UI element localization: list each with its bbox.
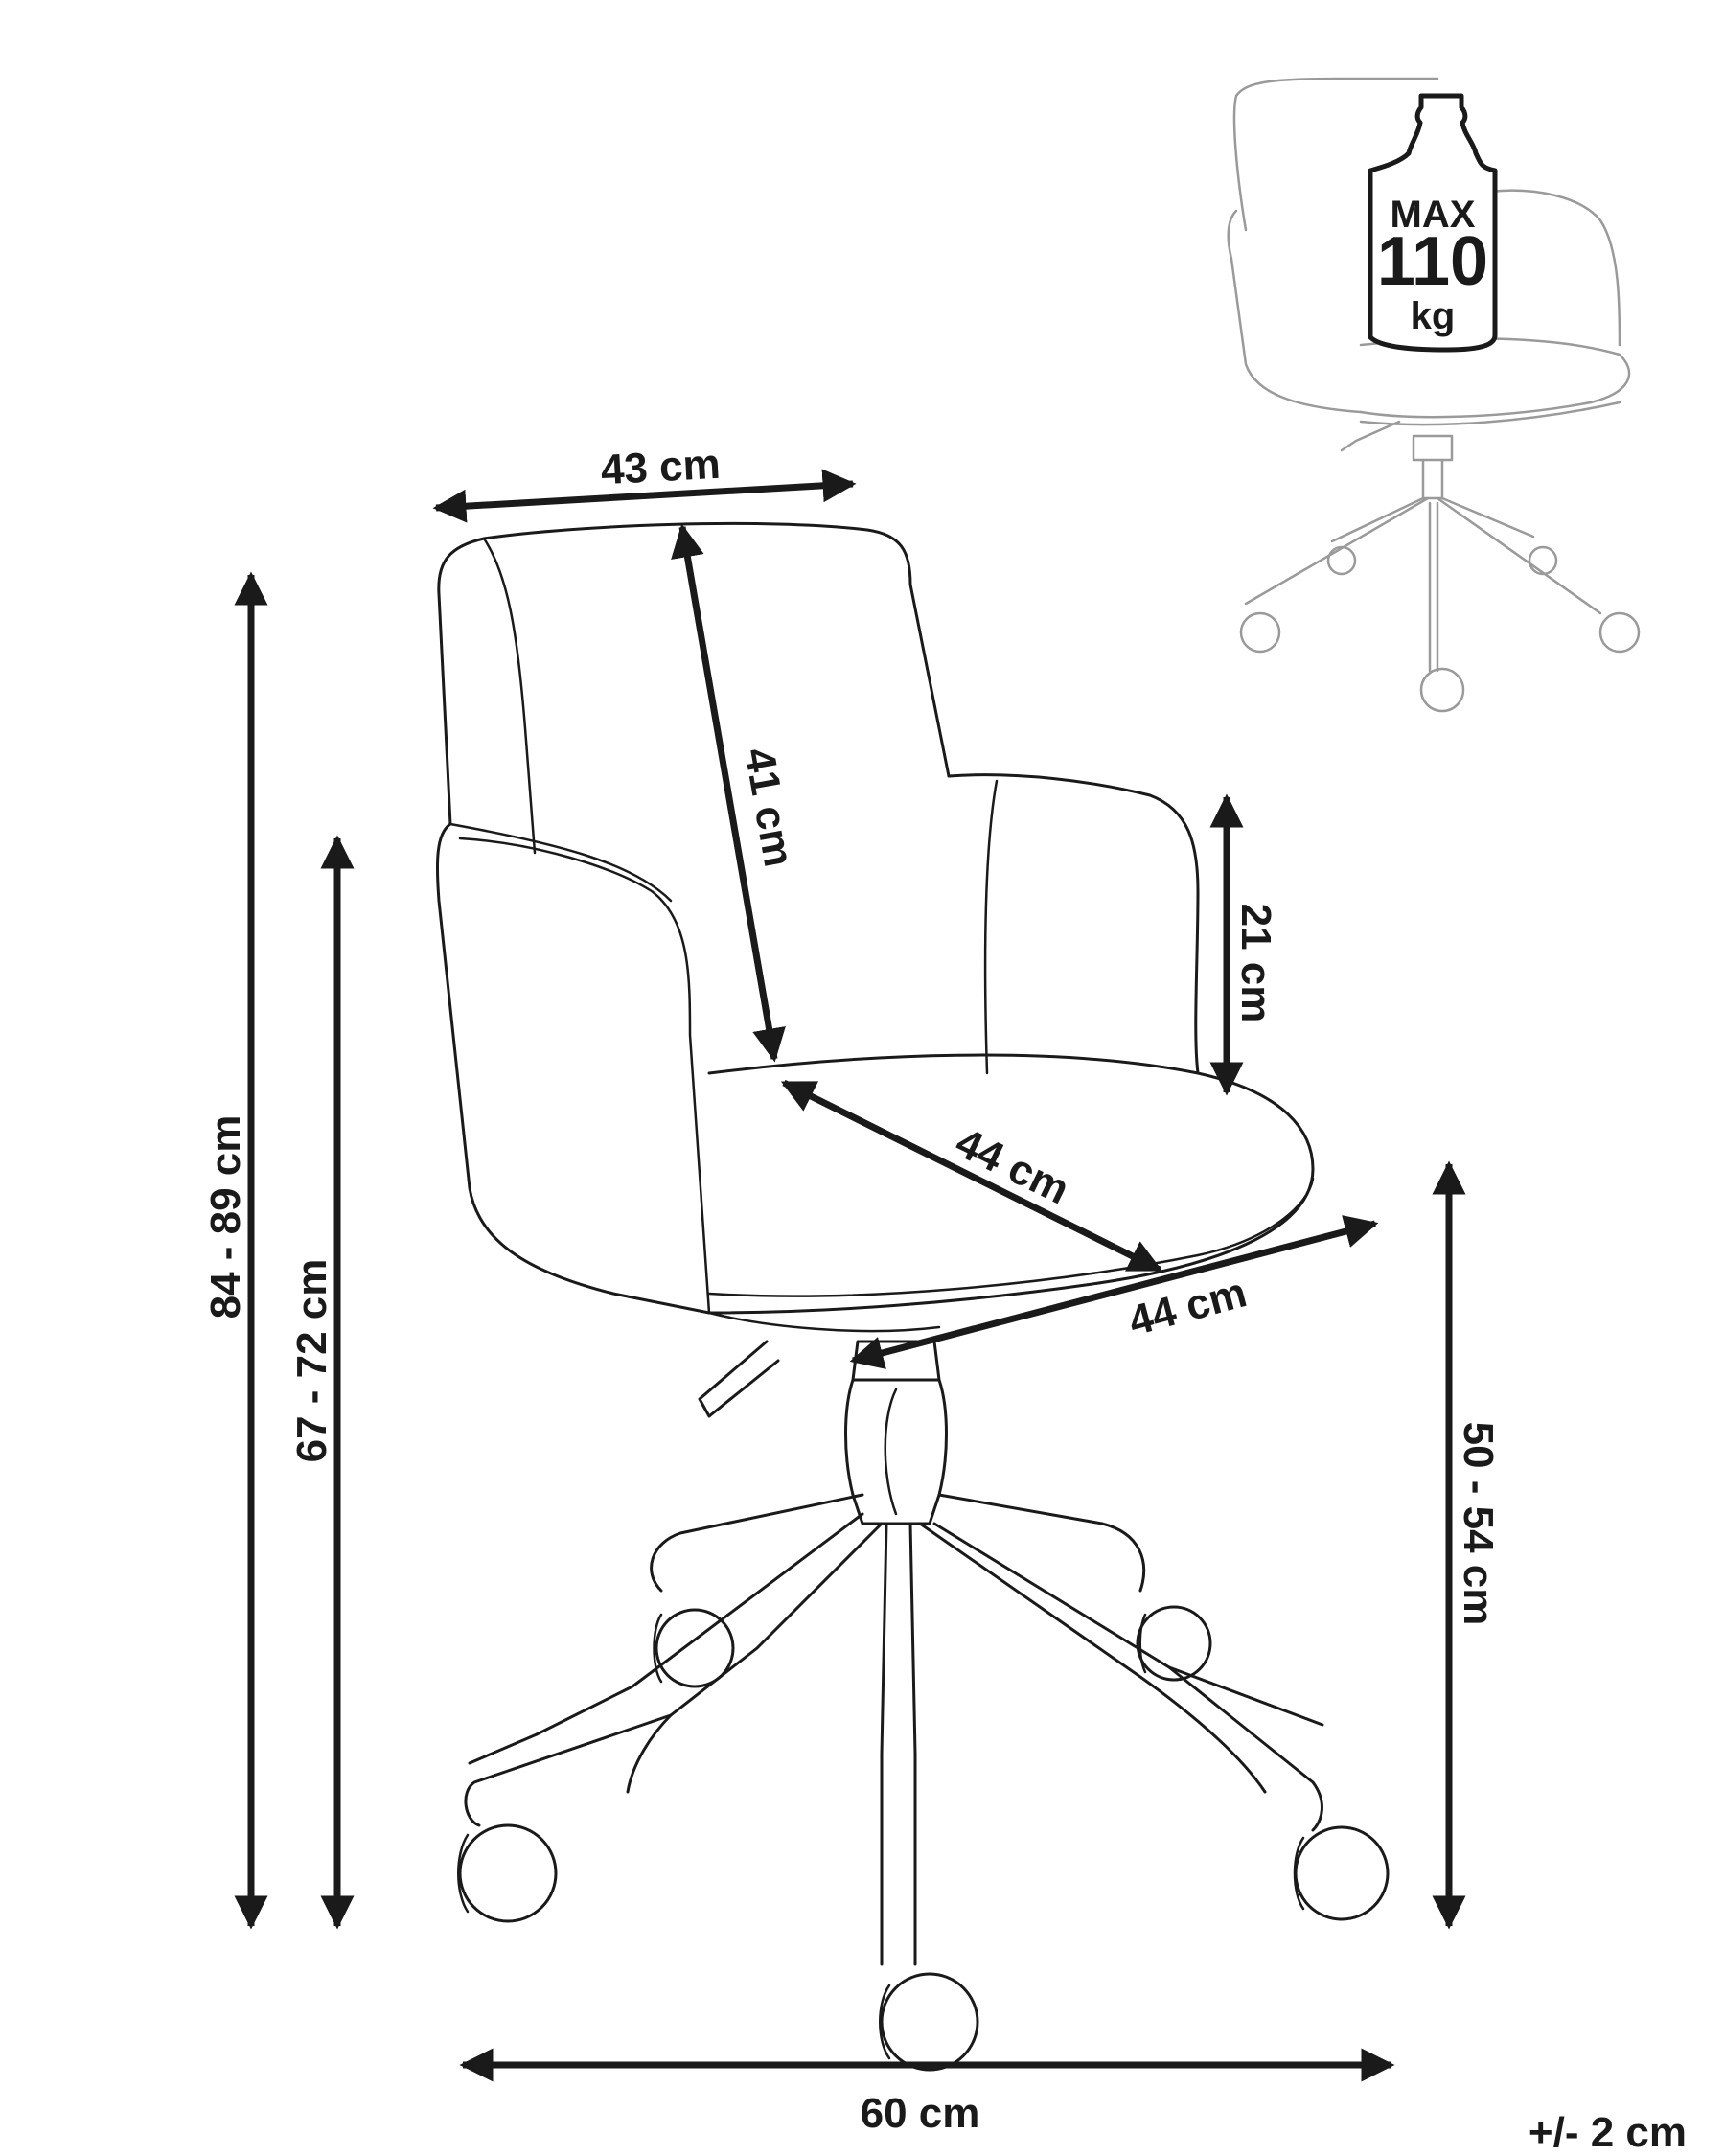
dim-line-backrest-height xyxy=(671,523,786,1063)
label-armrest-total-height: 67 - 72 cm xyxy=(288,1259,335,1463)
label-base-width: 60 cm xyxy=(861,2090,980,2137)
max-load-unit: kg xyxy=(1411,295,1456,337)
caster-wheel xyxy=(653,1608,735,1688)
dim-line-seat-depth xyxy=(780,1079,1163,1273)
caster-wheel xyxy=(1136,1605,1212,1682)
label-tolerance: +/- 2 cm xyxy=(1529,2109,1687,2156)
caster-wheel xyxy=(879,1972,979,2072)
reference-chair-illustration xyxy=(1227,77,1641,713)
max-load-label: MAX xyxy=(1391,194,1476,236)
label-total-height: 84 - 89 cm xyxy=(202,1115,249,1319)
label-armrest-height: 21 cm xyxy=(1232,904,1279,1023)
label-backrest-height: 41 cm xyxy=(735,745,802,870)
dim-line-seat-width xyxy=(849,1215,1379,1369)
caster-wheel xyxy=(1293,1825,1390,1921)
dimension-lines xyxy=(234,469,1466,2082)
dim-line-backrest-width xyxy=(432,469,857,523)
caster-wheel xyxy=(457,1823,558,1923)
max-load-value: 110 xyxy=(1377,223,1488,300)
dimension-labels: 43 cm 41 cm 21 cm 44 cm 44 cm 84 - 89 cm… xyxy=(202,441,1687,2156)
max-load-badge: MAX 110 kg xyxy=(1368,93,1498,353)
label-seat-width: 44 cm xyxy=(1124,1269,1252,1345)
label-seat-height: 50 - 54 cm xyxy=(1455,1422,1502,1626)
label-backrest-width: 43 cm xyxy=(600,441,722,493)
